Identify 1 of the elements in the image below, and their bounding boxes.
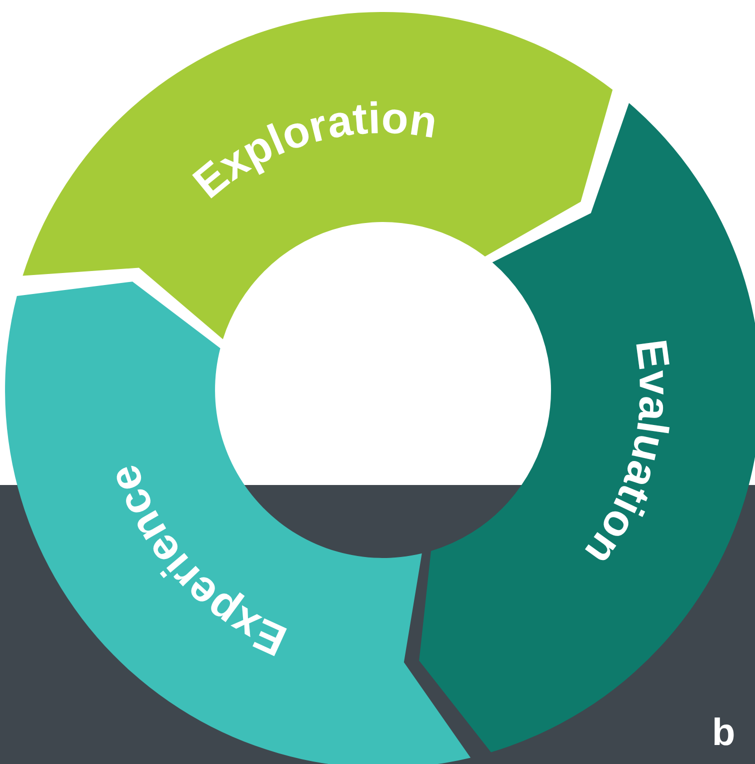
- text-fragment: b: [712, 712, 736, 755]
